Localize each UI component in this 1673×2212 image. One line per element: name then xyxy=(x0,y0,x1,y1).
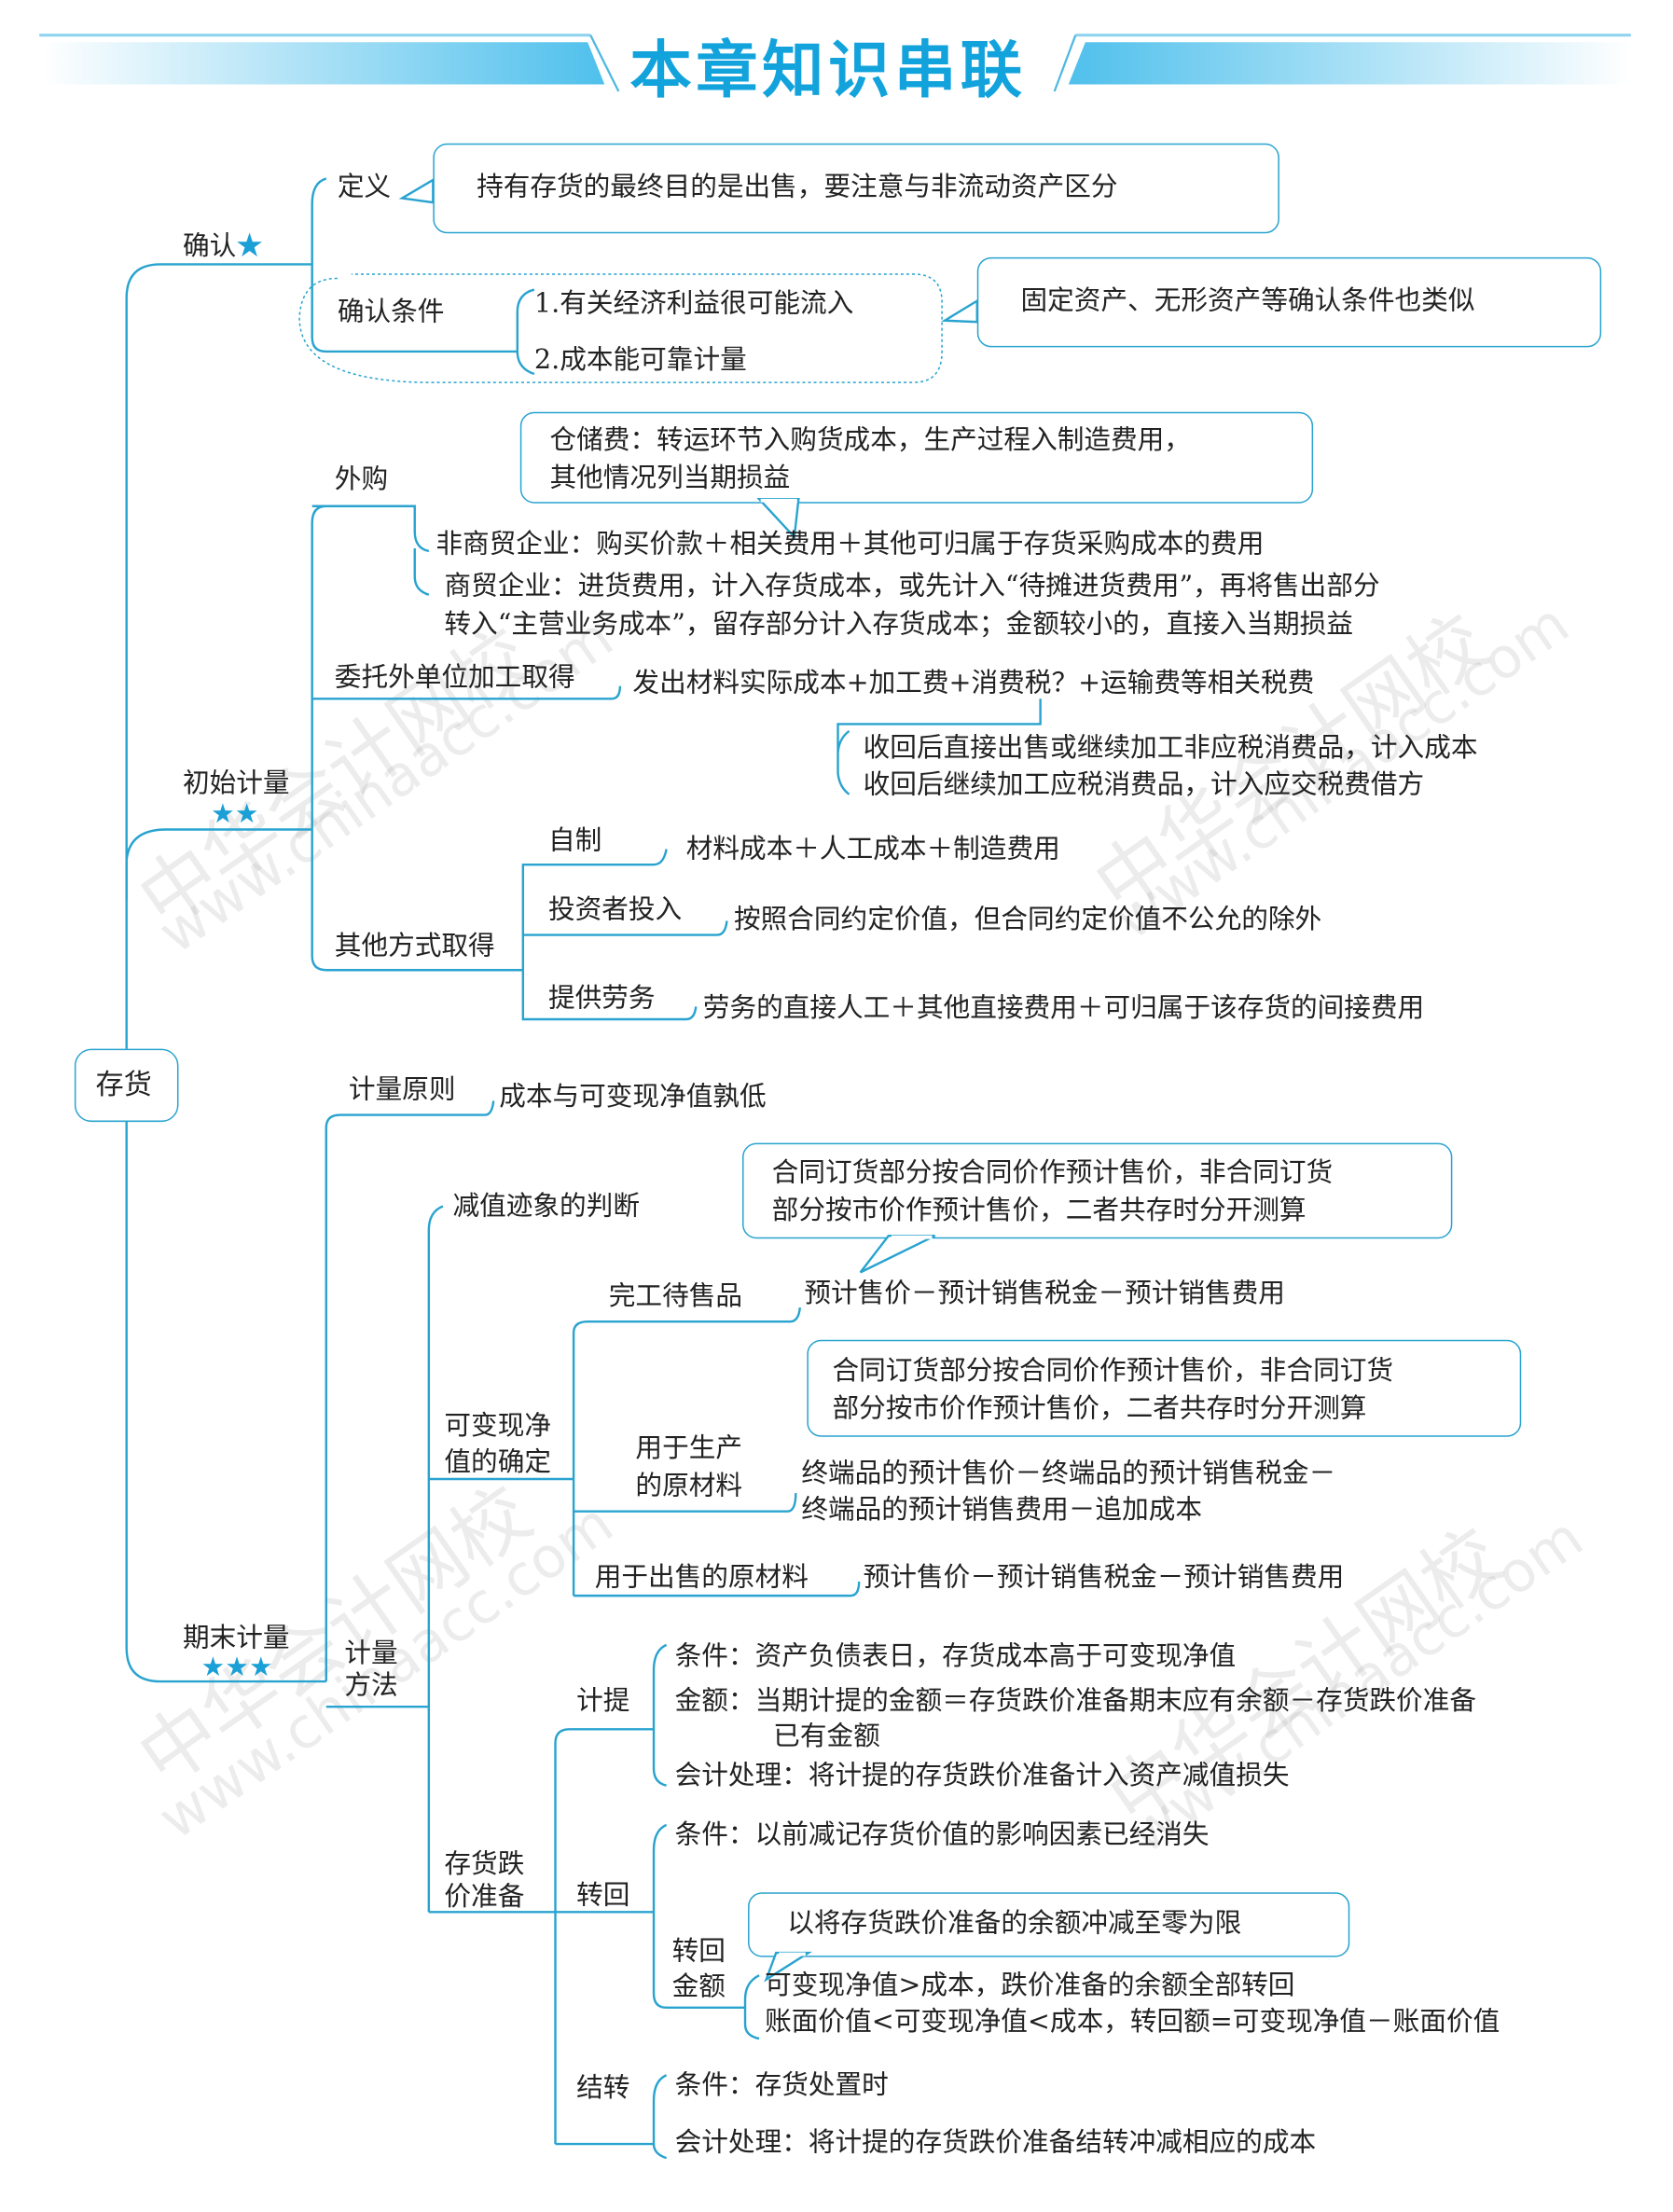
principle-text: 成本与可变现净值孰低 xyxy=(499,1081,767,1113)
definition-label: 定义 xyxy=(337,171,392,203)
production-text: 终端品的预计售价－终端品的预计销售税金－ xyxy=(801,1458,1336,1489)
nrv-label: 可变现净 xyxy=(444,1410,552,1442)
callout-line: 其他情况列当期损益 xyxy=(549,463,791,494)
accrue-amount: 已有金额 xyxy=(773,1721,880,1752)
callout-line: 合同订货部分按合同价作预计售价，非合同订货 xyxy=(771,1156,1334,1188)
root-label: 存货 xyxy=(95,1067,152,1101)
accrue-label: 计提 xyxy=(576,1685,630,1717)
principle-label: 计量原则 xyxy=(348,1073,456,1105)
conditions-note-callout: 固定资产、无形资产等确认条件也类似 xyxy=(976,256,1602,348)
page-title: 本章知识串联 xyxy=(629,35,1027,107)
carryover-label: 结转 xyxy=(576,2072,630,2104)
trade-text: 转入“主营业务成本”，留存部分计入存货成本；金额较小的，直接入当期损益 xyxy=(444,608,1353,640)
outsourced-outcome: 收回后直接出售或继续加工非应税消费品，计入成本 xyxy=(863,732,1478,764)
other-label: 其他方式取得 xyxy=(334,931,495,962)
finished-goods-text: 预计售价－预计销售税金－预计销售费用 xyxy=(804,1278,1285,1309)
carryover-accounting: 会计处理：将计提的存货跌价准备结转冲减相应的成本 xyxy=(674,2126,1317,2159)
callout-line: 部分按市价作预计售价，二者共存时分开测算 xyxy=(832,1393,1367,1425)
investor-label: 投资者投入 xyxy=(547,893,683,926)
method-label: 计量 xyxy=(344,1638,398,1669)
storage-fee-callout: 仓储费：转运环节入购货成本，生产过程入制造费用， 其他情况列当期损益 xyxy=(519,411,1314,504)
definition-callout: 持有存货的最终目的是出售，要注意与非流动资产区分 xyxy=(433,143,1279,234)
accrue-amount: 金额：当期计提的金额＝存货跌价准备期末应有余额－存货跌价准备 xyxy=(674,1685,1477,1717)
trade-text: 商贸企业：进货费用，计入存货成本，或先计入“待摊进货费用”，再将售出部分 xyxy=(444,571,1380,602)
production-label: 用于生产 xyxy=(635,1432,743,1464)
callout-line: 仓储费：转运环节入购货成本，生产过程入制造费用， xyxy=(549,424,1191,456)
non-trade-text: 非商贸企业：购买价款＋相关费用＋其他可归属于存货采购成本的费用 xyxy=(436,528,1265,560)
self-made-label: 自制 xyxy=(547,824,602,857)
impairment-callout: 合同订货部分按合同价作预计售价，非合同订货 部分按市价作预计售价，二者共存时分开… xyxy=(742,1142,1453,1239)
reversal-amount-label: 金额 xyxy=(671,1970,726,2002)
production-label: 的原材料 xyxy=(635,1470,743,1502)
for-sale-label: 用于出售的原材料 xyxy=(594,1561,809,1594)
accrue-condition: 条件：资产负债表日，存货成本高于可变现净值 xyxy=(674,1640,1237,1672)
accrue-accounting: 会计处理：将计提的存货跌价准备计入资产减值损失 xyxy=(674,1760,1290,1791)
outsourced-formula: 发出材料实际成本+加工费+消费税？+运输费等相关税费 xyxy=(632,668,1315,699)
star-icon: ★★ xyxy=(211,798,259,830)
branch-initial: 初始计量 xyxy=(182,767,290,799)
conditions-note-text: 固定资产、无形资产等确认条件也类似 xyxy=(1020,285,1475,317)
nrv-label: 值的确定 xyxy=(444,1446,552,1478)
purchase-label: 外购 xyxy=(334,463,389,495)
service-label: 提供劳务 xyxy=(547,982,656,1014)
callout-line: 合同订货部分按合同价作预计售价，非合同订货 xyxy=(832,1355,1394,1387)
method-label: 方法 xyxy=(344,1670,398,1702)
star-icon: ★★★ xyxy=(200,1652,273,1683)
provision-label: 存货跌 xyxy=(444,1848,525,1880)
outsourced-label: 委托外单位加工取得 xyxy=(334,662,575,694)
impairment-sign-label: 减值迹象的判断 xyxy=(452,1190,640,1223)
service-text: 劳务的直接人工＋其他直接费用＋可归属于该存货的间接费用 xyxy=(702,992,1425,1024)
title-banner xyxy=(39,34,1631,92)
branch-recognition: 确认★ xyxy=(183,228,263,264)
production-callout: 合同订货部分按合同价作预计售价，非合同订货 部分按市价作预计售价，二者共存时分开… xyxy=(807,1339,1522,1437)
branch-ending: 期末计量 xyxy=(182,1622,290,1653)
finished-goods-label: 完工待售品 xyxy=(608,1280,743,1312)
condition-item: 1.有关经济利益很可能流入 xyxy=(533,288,854,320)
reversal-amount-text: 账面价值<可变现净值<成本，转回额=可变现净值－账面价值 xyxy=(765,2006,1500,2038)
carryover-condition: 条件：存货处置时 xyxy=(674,2069,889,2101)
callout-line: 以将存货跌价准备的余额冲减至零为限 xyxy=(787,1907,1242,1939)
definition-text: 持有存货的最终目的是出售，要注意与非流动资产区分 xyxy=(477,171,1118,203)
self-made-text: 材料成本＋人工成本＋制造费用 xyxy=(685,834,1060,865)
production-text: 终端品的预计销售费用－追加成本 xyxy=(801,1494,1203,1526)
for-sale-text: 预计售价－预计销售税金－预计销售费用 xyxy=(863,1561,1345,1594)
condition-item: 2.成本能可靠计量 xyxy=(533,344,747,376)
provision-label: 价准备 xyxy=(444,1881,525,1913)
investor-text: 按照合同约定价值，但合同约定价值不公允的除外 xyxy=(733,904,1322,935)
root-node: 存货 xyxy=(74,1048,179,1123)
outsourced-outcome: 收回后继续加工应税消费品，计入应交税费借方 xyxy=(863,768,1425,800)
conditions-label: 确认条件 xyxy=(337,297,445,328)
reversal-amount-text: 可变现净值>成本，跌价准备的余额全部转回 xyxy=(765,1970,1295,2001)
reversal-condition: 条件：以前减记存货价值的影响因素已经消失 xyxy=(674,1818,1210,1851)
branch-label: 确认 xyxy=(182,230,237,262)
star-icon: ★ xyxy=(236,230,263,262)
callout-line: 部分按市价作预计售价，二者共存时分开测算 xyxy=(771,1195,1307,1226)
reversal-limit-callout: 以将存货跌价准备的余额冲减至零为限 xyxy=(748,1892,1350,1957)
reversal-amount-label: 转回 xyxy=(671,1935,726,1968)
reversal-label: 转回 xyxy=(576,1879,630,1911)
